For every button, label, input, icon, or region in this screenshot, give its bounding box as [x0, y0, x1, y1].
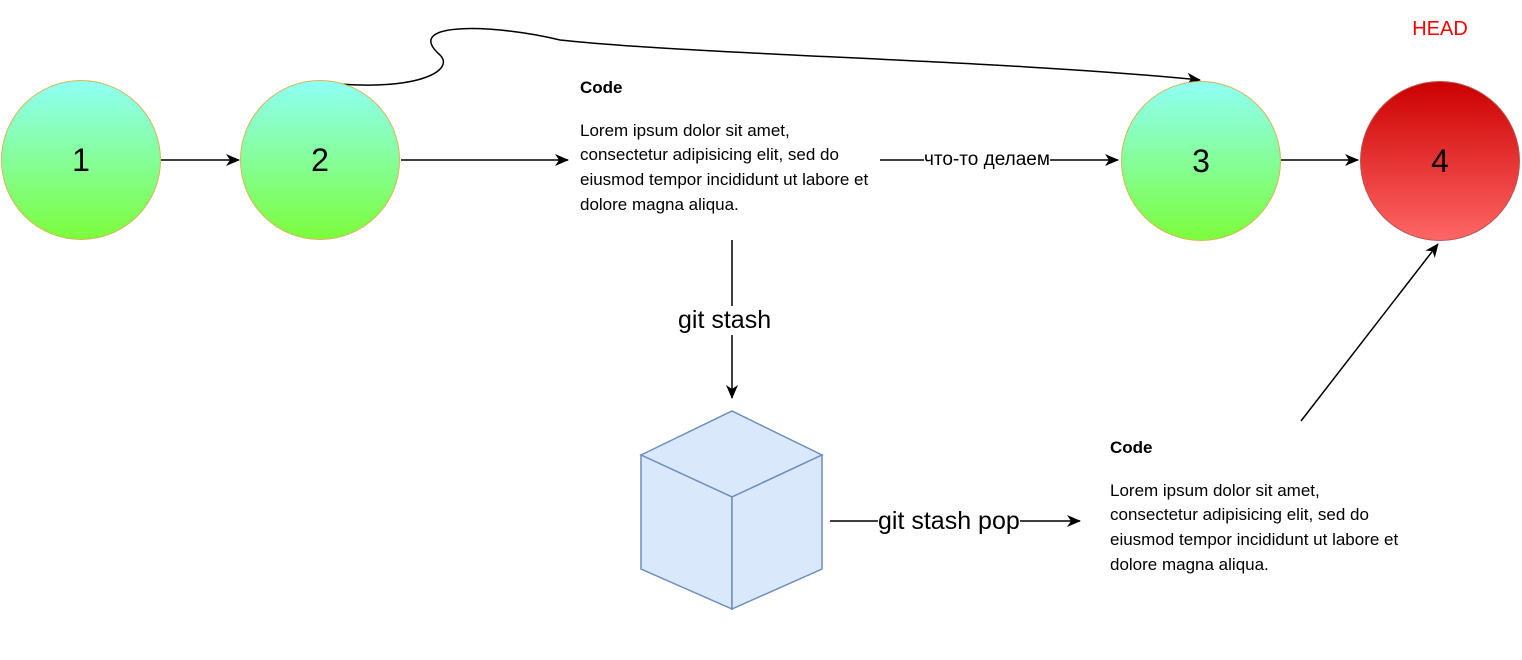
commit-label: 3 [1192, 142, 1210, 179]
commit-label: 2 [311, 141, 329, 178]
edge-label-doing-something: что-то делаем [924, 149, 1050, 171]
commit-node-3[interactable]: 3 [1121, 81, 1281, 241]
edge-label-git-stash: git stash [678, 306, 772, 335]
code-block-2: Code Lorem ipsum dolor sit amet, consect… [1110, 436, 1410, 577]
cube-icon [639, 410, 824, 611]
commit-node-2[interactable]: 2 [240, 80, 400, 240]
edge-code2-to-4 [1300, 243, 1439, 422]
code-block-body: Lorem ipsum dolor sit amet, consectetur … [580, 120, 869, 214]
code-block-body: Lorem ipsum dolor sit amet, consectetur … [1110, 480, 1399, 574]
head-label: HEAD [1412, 18, 1468, 40]
commit-label: 1 [72, 141, 90, 178]
commit-node-4[interactable]: 4 [1360, 81, 1520, 241]
code-block-title: Code [1110, 438, 1153, 457]
code-block-1: Code Lorem ipsum dolor sit amet, consect… [580, 76, 880, 217]
code-block-title: Code [580, 78, 623, 97]
commit-label: 4 [1431, 142, 1449, 179]
edge-2-to-3-curve [339, 27, 1201, 86]
commit-node-1[interactable]: 1 [1, 80, 161, 240]
edge-label-git-stash-pop: git stash pop [878, 507, 1020, 536]
